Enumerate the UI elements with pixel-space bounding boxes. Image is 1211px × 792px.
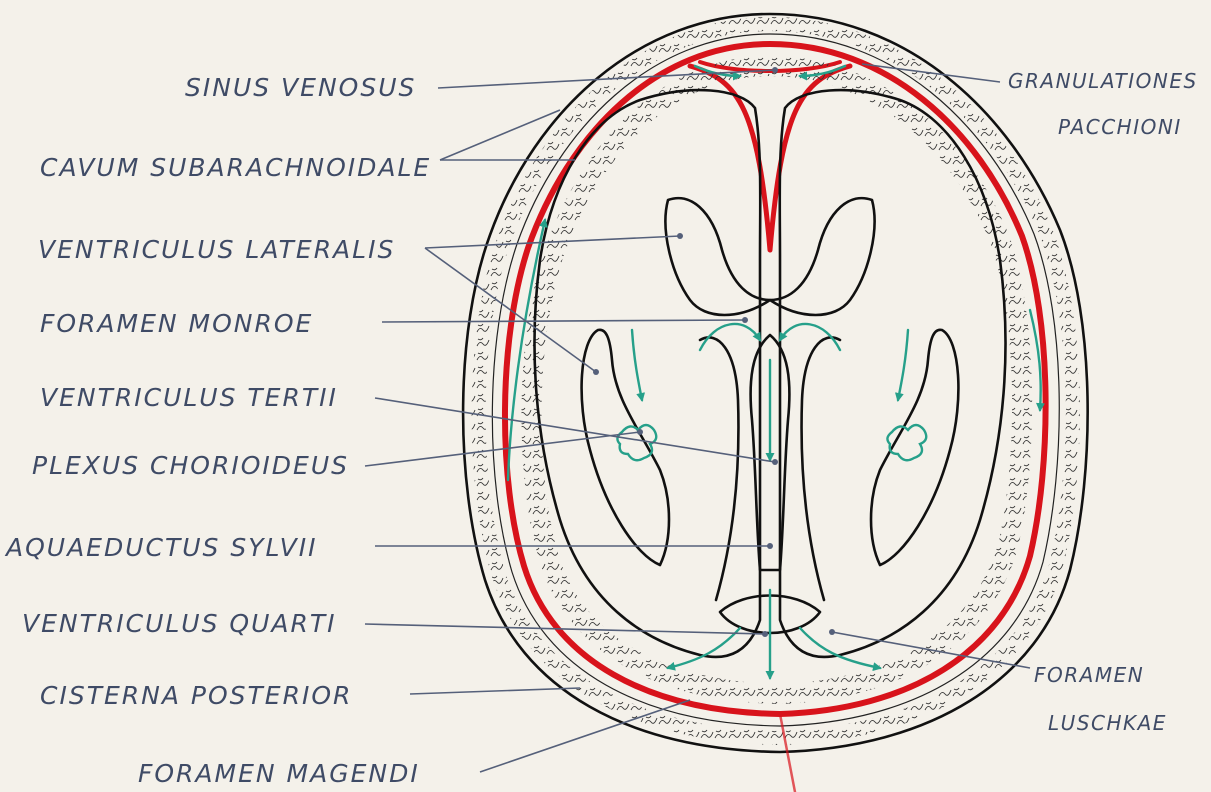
- label-aquaeductus-sylvii: AQUAEDUCTUS SYLVII: [4, 533, 317, 562]
- plexus-chorioideus: [617, 425, 926, 460]
- label-cavum-subarachnoidale: CAVUM SUBARACHNOIDALE: [40, 153, 431, 182]
- label-ventriculus-tertii: VENTRICULUS TERTII: [40, 383, 338, 412]
- plexus-tuft-icon: [887, 425, 926, 460]
- label-sinus-venosus: SINUS VENOSUS: [185, 73, 416, 102]
- label-granulationes: GRANULATIONES: [1008, 69, 1198, 93]
- lateral-ventricle-right-anterior: [770, 198, 875, 315]
- arrow-icon: [898, 330, 908, 400]
- label-ventriculus-quarti: VENTRICULUS QUARTI: [22, 609, 337, 638]
- label-foramen-magendi: FORAMEN MAGENDI: [138, 759, 420, 788]
- label-foramen-luschkae-2: LUSCHKAE: [1048, 711, 1167, 735]
- falx-red: [690, 66, 850, 250]
- label-ventriculus-lateralis: VENTRICULUS LATERALIS: [38, 235, 395, 264]
- label-cisterna-posterior: CISTERNA POSTERIOR: [40, 681, 352, 710]
- label-plexus-chorioideus: PLEXUS CHORIOIDEUS: [32, 451, 349, 480]
- label-foramen-monroe: FORAMEN MONROE: [40, 309, 313, 338]
- label-pacchioni: PACCHIONI: [1058, 115, 1182, 139]
- skull-bone-band: [479, 24, 1073, 738]
- lateral-ventricle-left-anterior: [665, 198, 770, 315]
- thalamus-left: [700, 338, 738, 601]
- skull: [463, 14, 1088, 752]
- thalamus-right: [802, 338, 840, 601]
- leader-lines: [365, 64, 1030, 772]
- arrow-icon: [780, 324, 840, 350]
- lateral-ventricle-left-temporal: [582, 330, 669, 565]
- label-foramen-luschkae-1: FORAMEN: [1034, 663, 1144, 687]
- skull-outer-outline: [463, 14, 1088, 752]
- left-hemisphere: [534, 90, 760, 657]
- lateral-ventricle-right-temporal: [871, 330, 958, 565]
- arrow-icon: [700, 324, 760, 350]
- arrow-icon: [632, 330, 642, 400]
